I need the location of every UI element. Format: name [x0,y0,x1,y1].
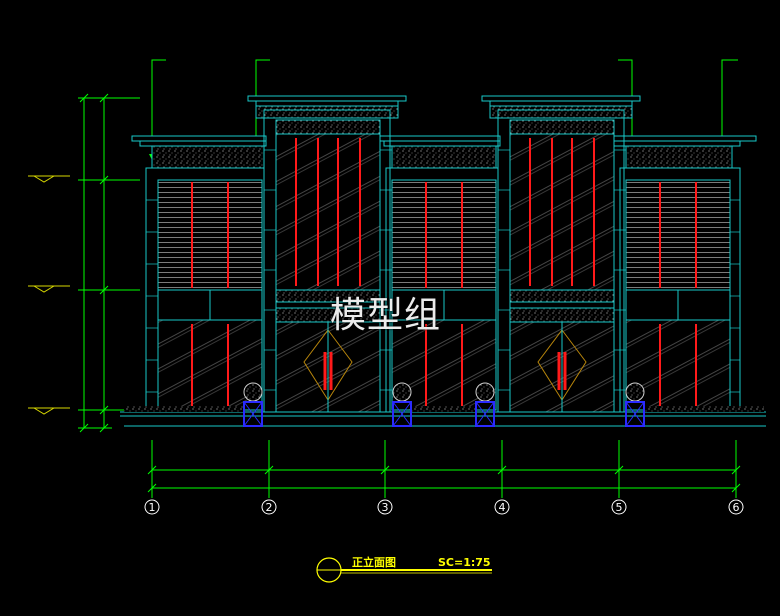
planter [243,382,263,427]
cornices [131,95,757,147]
axis-bubble [494,499,510,515]
axis-label: 4 [499,501,506,514]
axis-markers: 1 2 3 4 5 6 [144,499,744,515]
ground-line [120,411,766,427]
axis-bubble [377,499,393,515]
planter [475,382,495,427]
door-handles [323,352,567,390]
axis-label: 5 [616,501,623,514]
left-dimension-chain [78,93,140,433]
red-strips [191,138,697,406]
louver-panels [157,179,731,291]
axis-bubble [144,499,160,515]
planter [392,382,412,427]
axis-bubble [728,499,744,515]
planter [625,382,645,427]
title-block: 正立面图 SC=1:75 [316,555,492,583]
bottom-dimension-chain [147,440,741,498]
building-facade [120,95,766,427]
pillar-joints [146,149,740,393]
axis-label: 1 [149,501,156,514]
drawing-title: 正立面图 [352,555,396,569]
axis-bubble [611,499,627,515]
axis-label: 2 [266,501,273,514]
level-markers [28,175,70,415]
axis-bubble [261,499,277,515]
watermark-text: 模型组 [330,295,442,336]
axis-label: 3 [382,501,389,514]
spandrel-bands [157,289,731,321]
entrance-doors [303,322,587,412]
shrub-rows [124,406,764,412]
top-leader-lines [151,59,738,160]
axis-label: 6 [733,501,740,514]
drawing-scale: SC=1:75 [438,556,491,569]
planters [243,382,645,427]
